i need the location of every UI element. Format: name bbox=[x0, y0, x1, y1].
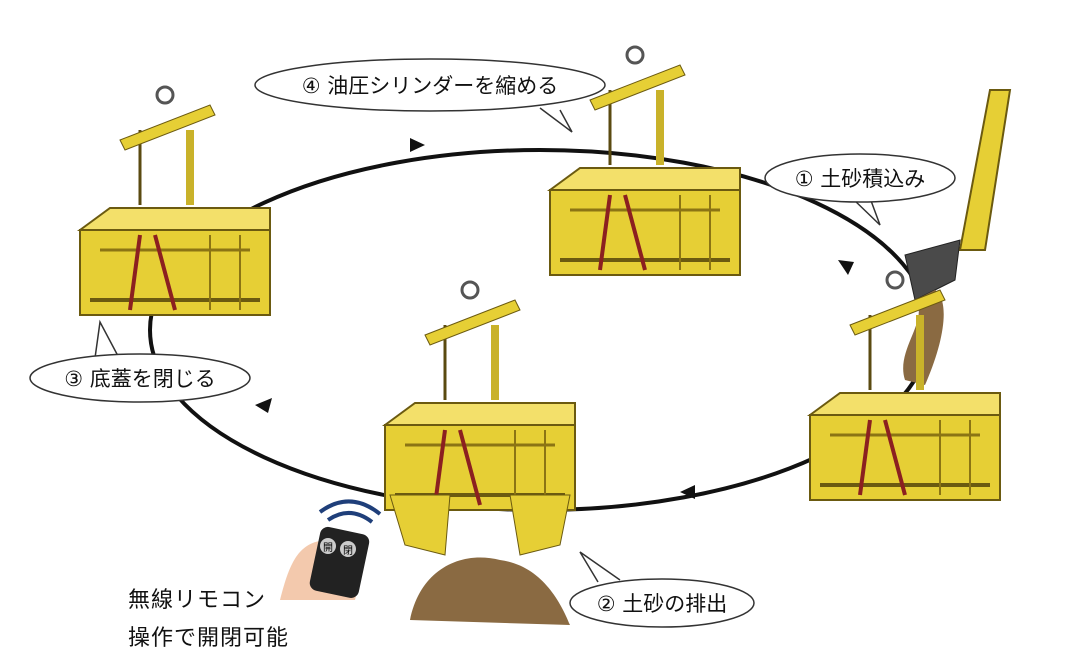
remote-caption-line2: 操作で開閉可能 bbox=[128, 626, 290, 651]
bucket-top-left bbox=[80, 87, 270, 315]
callout-step-3: ③ 底蓋を閉じる bbox=[29, 319, 251, 403]
svg-text:② 土砂の排出: ② 土砂の排出 bbox=[597, 592, 728, 616]
arrow-icon bbox=[838, 260, 854, 275]
arrow-icon bbox=[410, 138, 425, 152]
arrow-icon bbox=[680, 485, 695, 499]
soil-pile bbox=[410, 557, 570, 625]
remote-control: 開 閉 bbox=[280, 499, 382, 600]
callout-step-2: ② 土砂の排出 bbox=[569, 551, 755, 628]
bucket-open bbox=[385, 282, 575, 556]
remote-close-button: 閉 bbox=[343, 545, 353, 557]
callout-step-1: ① 土砂積込み bbox=[764, 153, 956, 226]
svg-text:③ 底蓋を閉じる: ③ 底蓋を閉じる bbox=[64, 367, 216, 391]
signal-icon bbox=[326, 511, 374, 524]
callout-step-4: ④ 油圧シリンダーを縮める bbox=[254, 58, 606, 133]
arrow-icon bbox=[255, 398, 272, 413]
remote-caption-line1: 無線リモコン bbox=[128, 588, 267, 613]
svg-text:① 土砂積込み: ① 土砂積込み bbox=[795, 167, 926, 191]
remote-open-button: 開 bbox=[323, 542, 333, 554]
bucket-right bbox=[810, 272, 1000, 500]
svg-text:④ 油圧シリンダーを縮める: ④ 油圧シリンダーを縮める bbox=[302, 74, 559, 98]
